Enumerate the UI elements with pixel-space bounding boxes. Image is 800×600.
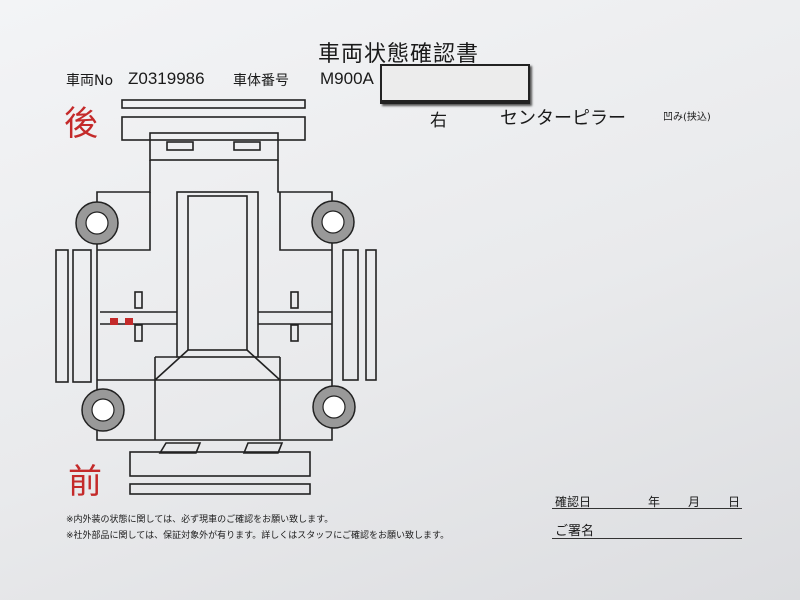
document-title: 車両状態確認書 <box>318 42 480 67</box>
year-label: 年 <box>648 495 661 509</box>
rear-label: 後 <box>64 104 98 144</box>
confirm-date-label: 確認日 <box>555 495 592 509</box>
vehicle-no-label: 車両No <box>66 73 114 89</box>
signature-label: ご署名 <box>555 524 595 539</box>
damage-side: 右 <box>430 111 447 131</box>
chassis-no-value: M900A <box>320 69 374 88</box>
day-label: 日 <box>728 495 741 509</box>
damage-type: 凹み(挟込) <box>663 112 711 123</box>
damage-part: センターピラー <box>500 108 626 129</box>
month-label: 月 <box>688 495 701 509</box>
wheel-icons <box>75 200 356 432</box>
damage-marker <box>125 318 133 325</box>
signature-field-line[interactable] <box>552 538 742 539</box>
note-1: ※内外装の状態に関しては、必ず現車のご確認をお願い致します。 <box>66 515 334 525</box>
front-label: 前 <box>68 462 102 502</box>
date-field-line[interactable] <box>552 508 742 509</box>
chassis-no-label: 車体番号 <box>233 73 289 89</box>
damage-marker <box>110 318 118 325</box>
vehicle-no-value: Z0319986 <box>128 69 205 88</box>
redaction-sticker <box>380 64 530 104</box>
note-2: ※社外部品に関しては、保証対象外が有ります。詳しくはスタッフにご確認をお願い致し… <box>66 531 450 541</box>
